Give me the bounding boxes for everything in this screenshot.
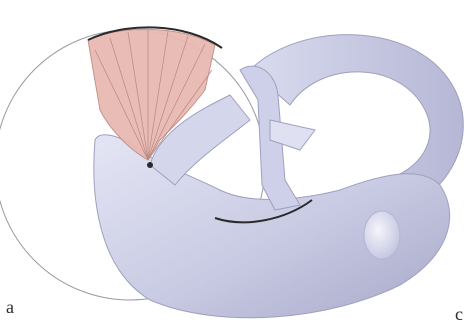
panel-label-a: a bbox=[6, 297, 14, 318]
marker-dot bbox=[147, 162, 153, 168]
panel-label-c: c bbox=[455, 304, 463, 325]
device-pad bbox=[364, 211, 400, 259]
